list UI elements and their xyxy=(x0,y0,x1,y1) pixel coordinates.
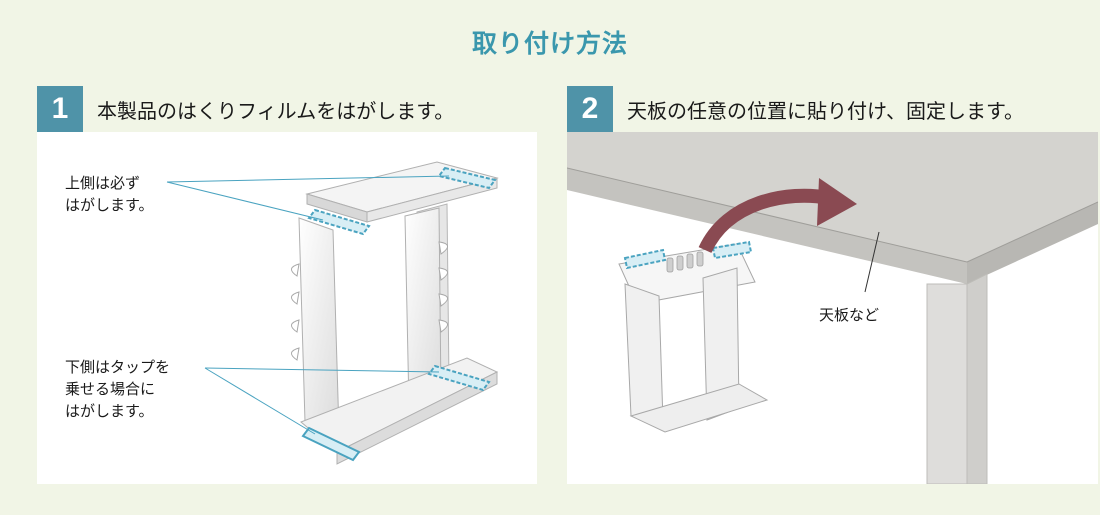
bottom-film-note-line: 下側はタップを xyxy=(65,358,171,376)
step-2-illustration-panel: 天板など xyxy=(567,132,1098,484)
step-1-illustration-panel: 上側は必ず はがします。 下側はタップを 乗せる場合に はがします。 xyxy=(37,132,537,484)
step-2-number: 2 xyxy=(567,86,613,132)
step-1-header: 1 本製品のはくりフィルムをはがします。 xyxy=(37,86,454,132)
step-2-header: 2 天板の任意の位置に貼り付け、固定します。 xyxy=(567,86,1024,132)
top-film-note-line: 上側は必ず xyxy=(65,174,141,192)
bottom-film-note-line: はがします。 xyxy=(65,402,154,420)
bottom-film-note: 下側はタップを 乗せる場合に はがします。 xyxy=(65,356,170,422)
step-1-text: 本製品のはくりフィルムをはがします。 xyxy=(97,98,455,123)
bracket-illustration xyxy=(166,161,499,465)
bracket-small-icon xyxy=(618,240,769,433)
top-film-note-line: はがします。 xyxy=(65,196,154,214)
top-film-note: 上側は必ず はがします。 xyxy=(65,172,154,216)
step-2-text: 天板の任意の位置に貼り付け、固定します。 xyxy=(627,98,1024,123)
arrow-icon xyxy=(698,188,831,254)
bottom-film-note-line: 乗せる場合に xyxy=(65,380,156,398)
page-title: 取り付け方法 xyxy=(471,29,628,58)
tabletop-illustration xyxy=(567,132,1098,484)
step-1-number: 1 xyxy=(37,86,83,132)
tabletop-label: 天板など xyxy=(819,306,880,324)
